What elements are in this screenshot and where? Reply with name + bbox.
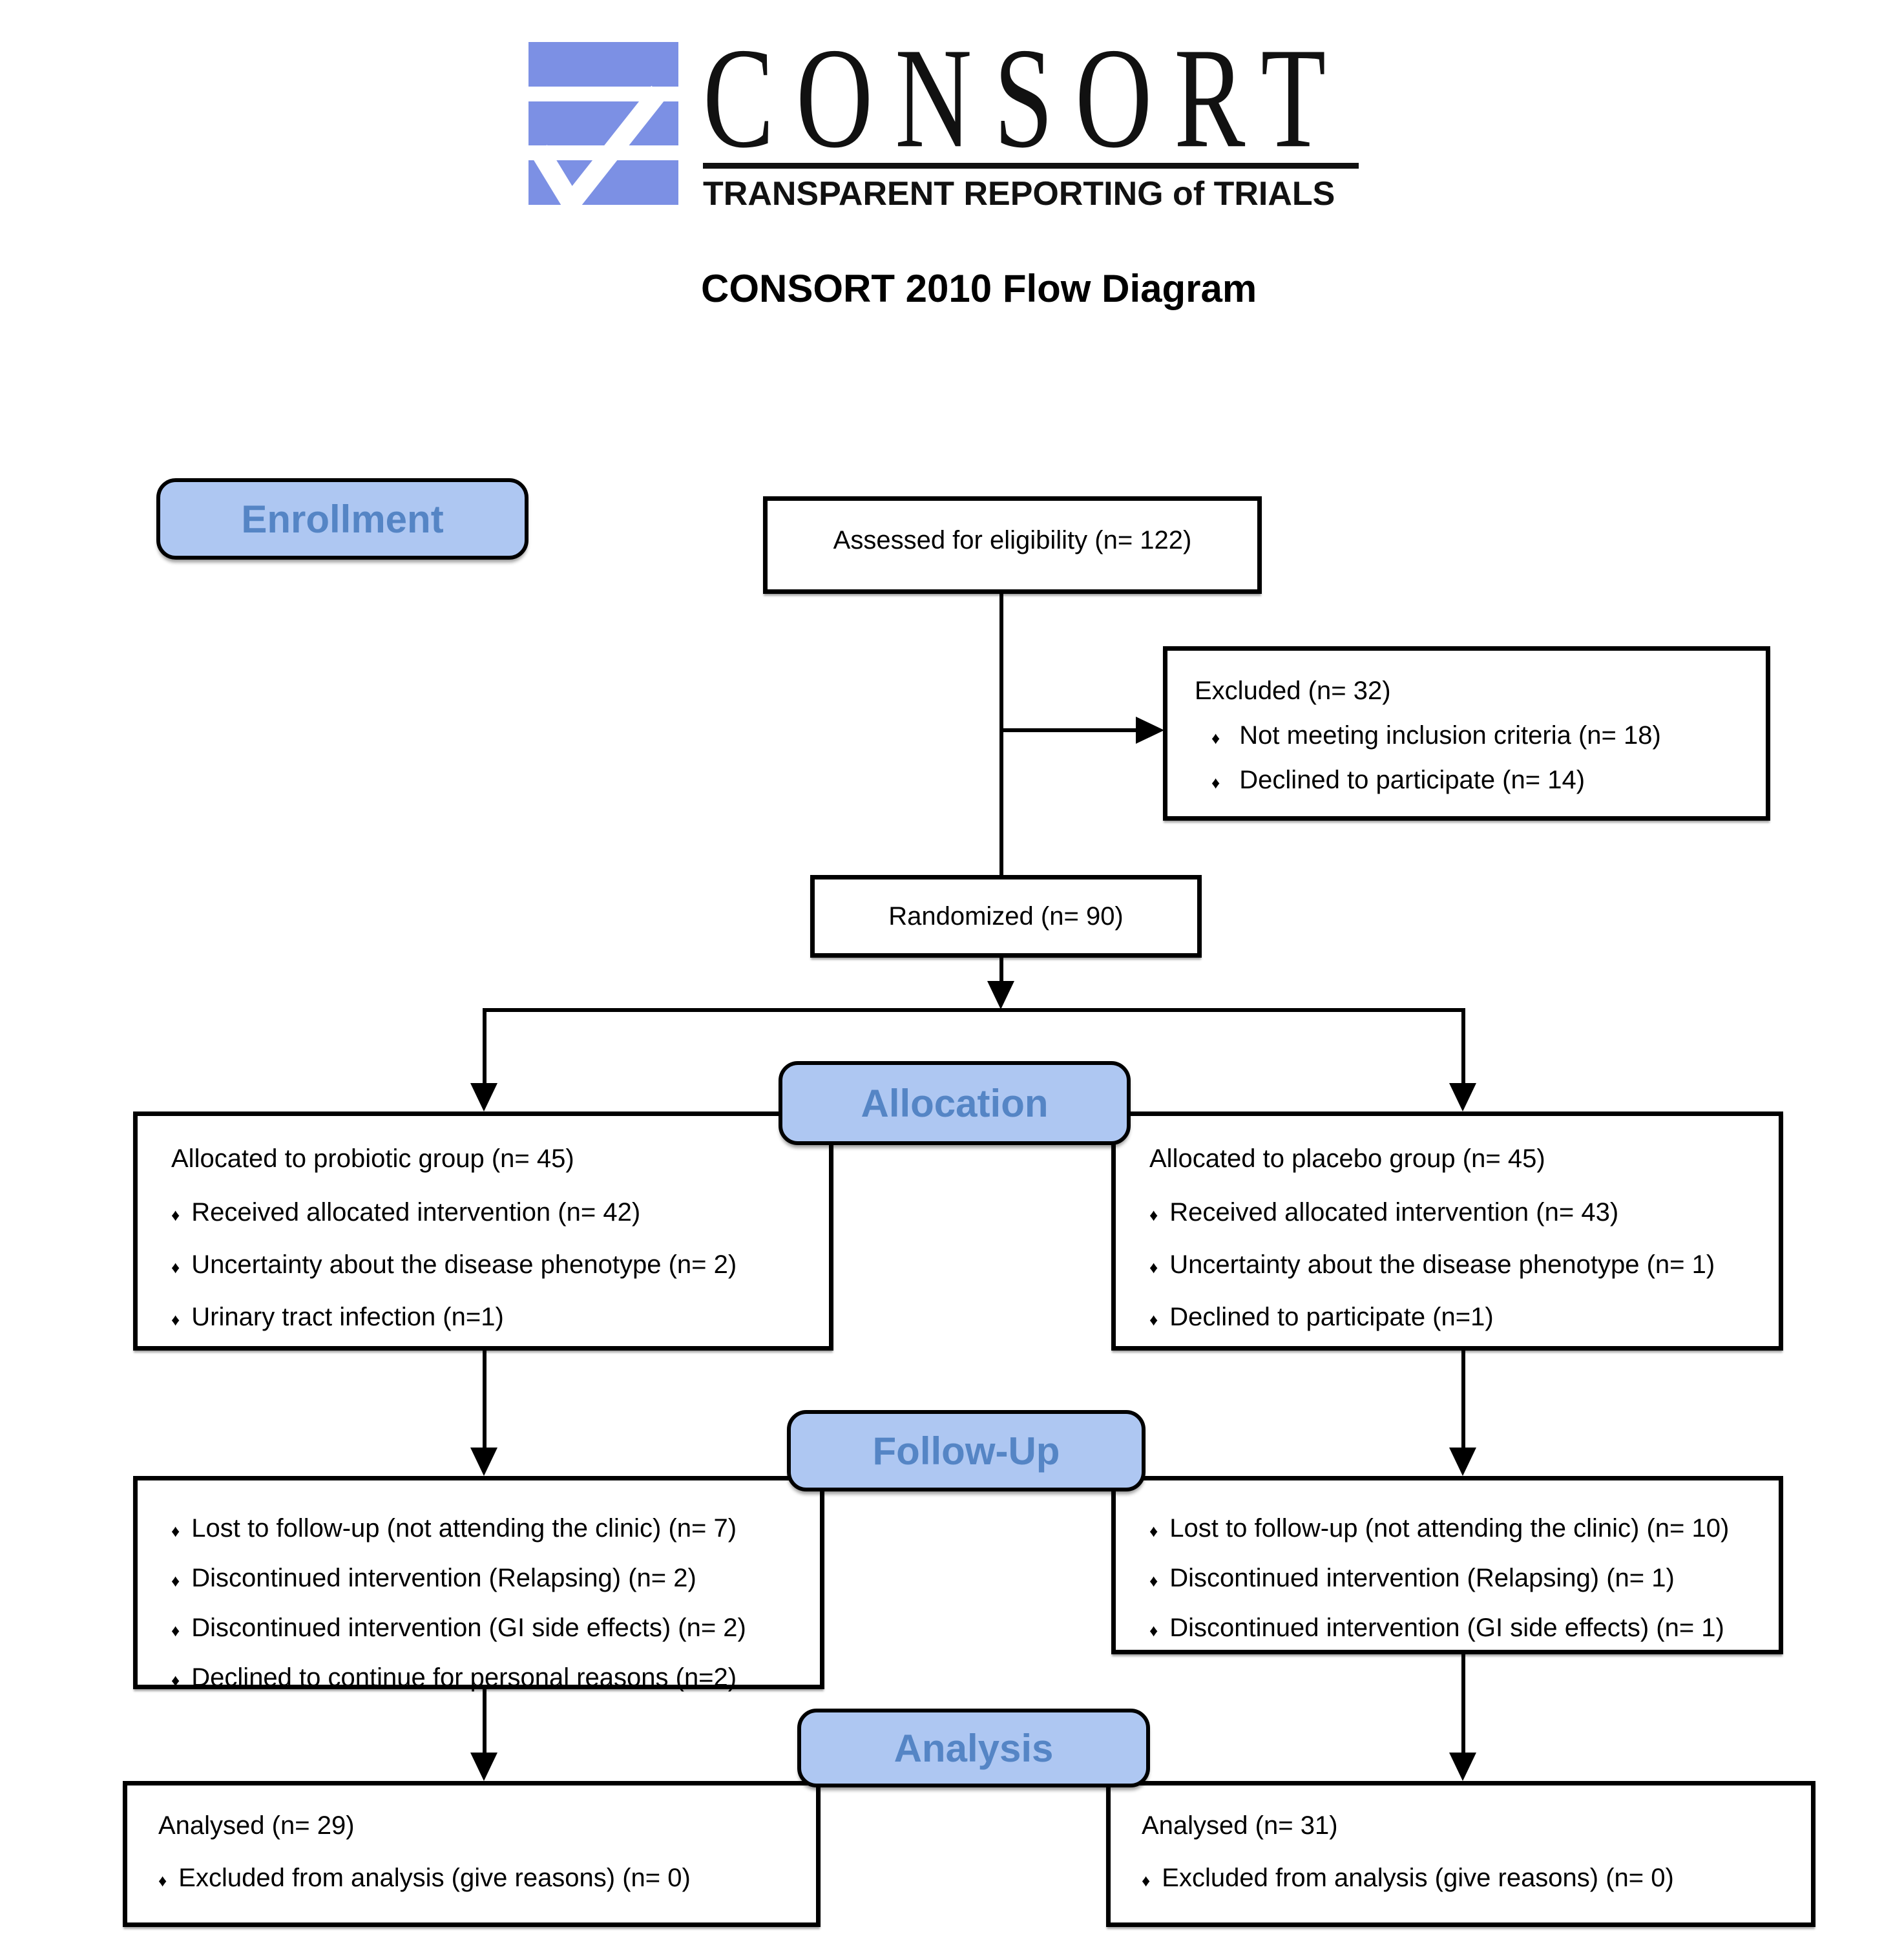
- diamond-bullet-icon: ♦: [171, 1670, 180, 1690]
- bullet-text: Discontinued intervention (GI side effec…: [191, 1614, 746, 1642]
- arrowhead-into-an-right: [1449, 1753, 1476, 1781]
- branch-line: [483, 1008, 1465, 1012]
- an-right-header: Analysed (n= 31): [1142, 1811, 1338, 1840]
- connector-assessed-to-randomized: [999, 594, 1003, 875]
- analysed-placebo-box: Analysed (n= 31) ♦ Excluded from analysi…: [1106, 1781, 1815, 1927]
- excluded-bullet: ♦ Not meeting inclusion criteria (n= 18): [1211, 721, 1746, 750]
- alloc-right-bullet: ♦ Received allocated intervention (n= 43…: [1149, 1198, 1766, 1227]
- diamond-bullet-icon: ♦: [1149, 1571, 1158, 1590]
- fu-left-bullet: ♦ Lost to follow-up (not attending the c…: [171, 1514, 807, 1543]
- diamond-bullet-icon: ♦: [1149, 1310, 1158, 1329]
- connector-to-excluded: [1001, 728, 1138, 732]
- stage-label-enrollment: Enrollment: [156, 478, 528, 560]
- bullet-text: Excluded from analysis (give reasons) (n…: [178, 1864, 691, 1892]
- checkmark-squares-icon: [528, 42, 678, 220]
- diamond-bullet-icon: ♦: [1149, 1521, 1158, 1541]
- fu-right-bullet: ♦ Discontinued intervention (GI side eff…: [1149, 1614, 1766, 1643]
- alloc-right-bullet: ♦ Declined to participate (n=1): [1149, 1303, 1766, 1332]
- followup-probiotic-box: ♦ Lost to follow-up (not attending the c…: [133, 1476, 824, 1692]
- connector-alloc-to-fu-left: [483, 1351, 486, 1449]
- arrowhead-into-an-left: [470, 1753, 497, 1781]
- fu-right-bullet: ♦ Discontinued intervention (Relapsing) …: [1149, 1564, 1766, 1593]
- randomized-box: Randomized (n= 90): [810, 875, 1202, 958]
- diamond-bullet-icon: ♦: [171, 1571, 180, 1590]
- alloc-left-bullet: ♦ Uncertainty about the disease phenotyp…: [171, 1250, 816, 1280]
- stage-label-followup: Follow-Up: [787, 1410, 1146, 1491]
- analysed-probiotic-box: Analysed (n= 29) ♦ Excluded from analysi…: [123, 1781, 821, 1927]
- bullet-text: Received allocated intervention (n= 42): [191, 1198, 641, 1227]
- an-left-bullet: ♦ Excluded from analysis (give reasons) …: [158, 1864, 803, 1893]
- bullet-text: Declined to continue for personal reason…: [191, 1663, 737, 1692]
- excluded-box: Excluded (n= 32) ♦ Not meeting inclusion…: [1163, 646, 1770, 821]
- logo-divider-rule: [703, 163, 1359, 169]
- fu-left-bullet: ♦ Declined to continue for personal reas…: [171, 1663, 807, 1692]
- diamond-bullet-icon: ♦: [1149, 1621, 1158, 1640]
- diamond-bullet-icon: ♦: [1211, 728, 1220, 748]
- bullet-text: Urinary tract infection (n=1): [191, 1303, 504, 1331]
- an-right-bullet: ♦ Excluded from analysis (give reasons) …: [1142, 1864, 1798, 1893]
- allocated-probiotic-box: Allocated to probiotic group (n= 45) ♦ R…: [133, 1111, 833, 1351]
- bullet-text: Discontinued intervention (Relapsing) (n…: [1169, 1564, 1675, 1592]
- alloc-right-bullet: ♦ Uncertainty about the disease phenotyp…: [1149, 1250, 1766, 1280]
- bullet-text: Not meeting inclusion criteria (n= 18): [1239, 721, 1661, 750]
- bullet-text: Uncertainty about the disease phenotype …: [1169, 1250, 1715, 1279]
- allocated-placebo-box: Allocated to placebo group (n= 45) ♦ Rec…: [1111, 1111, 1783, 1351]
- branch-drop-left: [483, 1011, 486, 1084]
- assessed-box: Assessed for eligibility (n= 122): [763, 496, 1262, 594]
- arrowhead-onto-branch: [987, 981, 1014, 1009]
- arrowhead-into-alloc-right: [1449, 1083, 1476, 1111]
- diamond-bullet-icon: ♦: [171, 1621, 180, 1640]
- arrowhead-into-fu-left: [470, 1448, 497, 1476]
- connector-fu-to-an-left: [483, 1689, 486, 1754]
- diamond-bullet-icon: ♦: [171, 1258, 180, 1277]
- alloc-right-header: Allocated to placebo group (n= 45): [1149, 1144, 1545, 1173]
- arrowhead-into-fu-right: [1449, 1448, 1476, 1476]
- connector-randomized-down: [999, 958, 1003, 986]
- bullet-text: Declined to participate (n= 14): [1239, 766, 1585, 794]
- bullet-text: Uncertainty about the disease phenotype …: [191, 1250, 737, 1279]
- consort-brand-name: CONSORT: [703, 17, 1348, 178]
- bullet-text: Excluded from analysis (give reasons) (n…: [1162, 1864, 1674, 1892]
- bullet-text: Discontinued intervention (Relapsing) (n…: [191, 1564, 696, 1592]
- fu-right-bullet: ♦ Lost to follow-up (not attending the c…: [1149, 1514, 1766, 1543]
- diamond-bullet-icon: ♦: [1149, 1258, 1158, 1277]
- randomized-text: Randomized (n= 90): [888, 901, 1124, 931]
- bullet-text: Received allocated intervention (n= 43): [1169, 1198, 1619, 1227]
- fu-left-bullet: ♦ Discontinued intervention (Relapsing) …: [171, 1564, 807, 1593]
- alloc-left-header: Allocated to probiotic group (n= 45): [171, 1144, 574, 1173]
- stage-label-allocation: Allocation: [779, 1061, 1131, 1145]
- assessed-text: Assessed for eligibility (n= 122): [833, 526, 1192, 554]
- connector-alloc-to-fu-right: [1461, 1351, 1465, 1449]
- diamond-bullet-icon: ♦: [171, 1521, 180, 1541]
- excluded-header: Excluded (n= 32): [1195, 677, 1391, 705]
- branch-drop-right: [1461, 1011, 1465, 1084]
- diamond-bullet-icon: ♦: [171, 1205, 180, 1225]
- alloc-left-bullet: ♦ Urinary tract infection (n=1): [171, 1303, 816, 1332]
- diamond-bullet-icon: ♦: [1149, 1205, 1158, 1225]
- bullet-text: Discontinued intervention (GI side effec…: [1169, 1614, 1724, 1642]
- bullet-text: Lost to follow-up (not attending the cli…: [1169, 1514, 1730, 1543]
- diamond-bullet-icon: ♦: [171, 1310, 180, 1329]
- arrowhead-into-excluded: [1136, 717, 1164, 744]
- bullet-text: Declined to participate (n=1): [1169, 1303, 1494, 1331]
- consort-logo-text: CONSORT TRANSPARENT REPORTING of TRIALS: [703, 26, 1368, 213]
- followup-placebo-box: ♦ Lost to follow-up (not attending the c…: [1111, 1476, 1783, 1654]
- bullet-text: Lost to follow-up (not attending the cli…: [191, 1514, 737, 1543]
- fu-left-bullet: ♦ Discontinued intervention (GI side eff…: [171, 1614, 807, 1643]
- diamond-bullet-icon: ♦: [158, 1871, 167, 1890]
- stage-label-analysis: Analysis: [797, 1709, 1150, 1787]
- alloc-left-bullet: ♦ Received allocated intervention (n= 42…: [171, 1198, 816, 1227]
- an-left-header: Analysed (n= 29): [158, 1811, 355, 1840]
- diamond-bullet-icon: ♦: [1211, 773, 1220, 792]
- connector-fu-to-an-right: [1461, 1654, 1465, 1754]
- arrowhead-into-alloc-left: [470, 1083, 497, 1111]
- consort-tagline: TRANSPARENT REPORTING of TRIALS: [703, 175, 1335, 213]
- diamond-bullet-icon: ♦: [1142, 1871, 1151, 1890]
- consort-logo-icon: [528, 40, 678, 220]
- excluded-bullet: ♦ Declined to participate (n= 14): [1211, 766, 1746, 795]
- page-title: CONSORT 2010 Flow Diagram: [701, 267, 1257, 310]
